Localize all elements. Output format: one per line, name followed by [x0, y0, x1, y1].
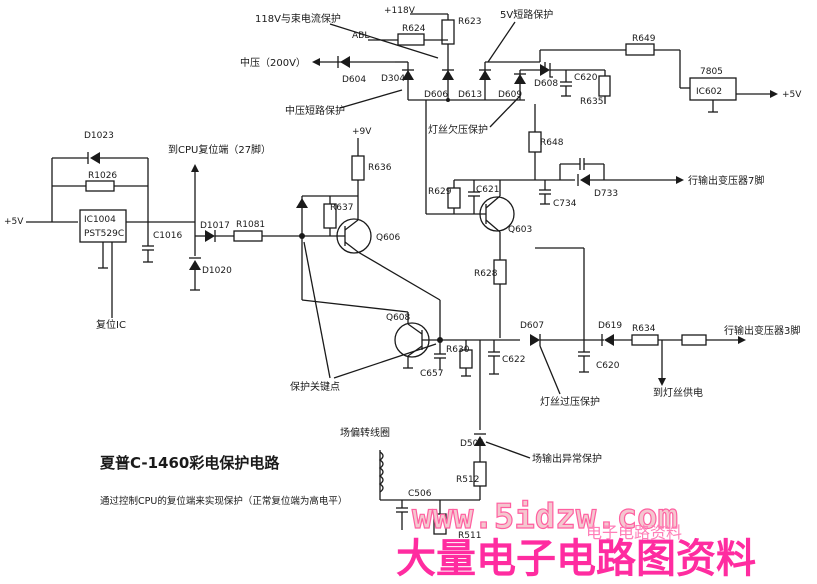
resistor-r623 — [441, 19, 455, 62]
diode-d606 — [442, 62, 454, 100]
rail-5v-left: +5V — [4, 217, 24, 227]
label-c506: C506 — [408, 489, 432, 499]
rail-5v-right: +5V — [782, 90, 802, 100]
watermark-domain: www.5idzw.com — [412, 497, 678, 537]
label-d606: D606 — [424, 90, 448, 100]
pointer-118v — [329, 23, 439, 59]
pointer-mid-short — [339, 89, 403, 109]
annotation-5v-short: 5V短路保护 — [500, 8, 553, 21]
annotation-fbt-pin7: 行输出变压器7脚 — [688, 174, 764, 187]
label-d607: D607 — [520, 321, 544, 331]
label-7805: 7805 — [700, 67, 723, 77]
diagram-note: 通过控制CPU的复位端来实现保护（正常复位端为高电平） — [100, 495, 347, 507]
q608-circuit — [301, 236, 520, 377]
q603-circuit — [425, 100, 684, 338]
annotation-mid-short: 中压短路保护 — [285, 104, 345, 117]
label-q608: Q608 — [386, 313, 411, 323]
annotation-mid-voltage: 中压（200V） — [240, 56, 306, 69]
annotation-yoke-coil: 场偏转线圈 — [340, 426, 390, 439]
label-c657: C657 — [420, 369, 443, 379]
label-r624: R624 — [402, 24, 426, 34]
label-d505: D505 — [460, 439, 484, 449]
label-c622: C622 — [502, 355, 525, 365]
annotation-118v-overcurrent: 118V与束电流保护 — [255, 12, 341, 25]
cpu-reset-path — [148, 164, 302, 291]
annotation-protect-node: 保护关键点 — [290, 380, 340, 393]
pointer-vert-abnormal — [485, 441, 531, 459]
pointer-protect-2 — [333, 343, 437, 379]
protect-node-2 — [437, 337, 443, 343]
label-ic602: IC602 — [696, 87, 722, 97]
reset-ic-circuit — [26, 152, 154, 269]
watermark-small: 电子电路资料 — [586, 523, 682, 542]
label-r623: R623 — [458, 17, 481, 27]
resistor-r624 — [368, 33, 448, 46]
label-d613: D613 — [458, 90, 482, 100]
node — [446, 98, 450, 102]
diode-d604 — [312, 56, 395, 68]
label-r628: R628 — [474, 269, 498, 279]
annotation-to-filament: 到灯丝供电 — [653, 386, 703, 399]
label-r629: R629 — [428, 187, 452, 197]
rail-118v-label: +118V — [384, 6, 416, 16]
regulator-ic602 — [680, 77, 778, 113]
label-d304: D304 — [381, 74, 405, 84]
label-r637: R637 — [330, 203, 353, 213]
diode-d304 — [395, 61, 414, 100]
label-c620-bottom: C620 — [596, 361, 620, 371]
label-d1017: D1017 — [200, 221, 230, 231]
annotation-filament-over: 灯丝过压保护 — [540, 395, 600, 408]
label-c1016: C1016 — [153, 231, 182, 241]
label-q606: Q606 — [376, 233, 401, 243]
label-d609: D609 — [498, 90, 522, 100]
label-r635: R635 — [580, 97, 603, 107]
pointer-5v-short — [487, 21, 516, 63]
label-r630: R630 — [446, 345, 470, 355]
label-d619: D619 — [598, 321, 622, 331]
label-d733: D733 — [594, 189, 618, 199]
q606-circuit — [296, 138, 441, 338]
abl-label: ABL — [352, 31, 369, 41]
label-r636: R636 — [368, 163, 392, 173]
label-c620-top: C620 — [574, 73, 598, 83]
label-pst529c: PST529C — [84, 229, 124, 239]
resistor-r635 — [598, 70, 611, 104]
resistor-r649 — [539, 43, 681, 88]
annotation-vert-abnormal: 场输出异常保护 — [532, 452, 602, 465]
label-r512: R512 — [456, 475, 479, 485]
pointer-protect-1 — [303, 241, 331, 379]
label-r649: R649 — [632, 34, 656, 44]
annotation-fbt-pin3: 行输出变压器3脚 — [724, 324, 800, 337]
pointer-filament-over — [539, 345, 561, 395]
label-q603: Q603 — [508, 225, 532, 235]
watermark-site-name: 大量电子电路图资料 — [396, 536, 756, 582]
pointer-filament-under — [489, 95, 521, 128]
label-c621: C621 — [476, 185, 499, 195]
label-r1081: R1081 — [236, 220, 265, 230]
annotation-reset-ic: 复位IC — [96, 318, 126, 331]
annotation-filament-under: 灯丝欠压保护 — [428, 123, 488, 136]
label-ic1004: IC1004 — [84, 215, 116, 225]
vertical-protect-circuit — [378, 340, 487, 535]
diagram-title: 夏普C-1460彩电保护电路 — [99, 454, 280, 472]
label-d608: D608 — [534, 79, 558, 89]
label-d1023: D1023 — [84, 131, 114, 141]
annotation-cpu-reset: 到CPU复位端（27脚） — [168, 143, 271, 156]
label-r1026: R1026 — [88, 171, 117, 181]
label-r511: R511 — [458, 531, 481, 541]
rail-118v — [410, 13, 449, 20]
rail-9v: +9V — [352, 127, 372, 137]
diode-d609 — [514, 70, 526, 100]
filament-over-circuit — [530, 247, 746, 386]
label-r634: R634 — [632, 324, 656, 334]
diode-d613 — [479, 61, 540, 100]
label-r648: R648 — [540, 138, 564, 148]
label-c734: C734 — [553, 199, 577, 209]
diode-d608 — [520, 62, 605, 78]
capacitor-c620-top — [560, 70, 572, 97]
label-d1020: D1020 — [202, 266, 232, 276]
label-d604: D604 — [342, 75, 366, 85]
